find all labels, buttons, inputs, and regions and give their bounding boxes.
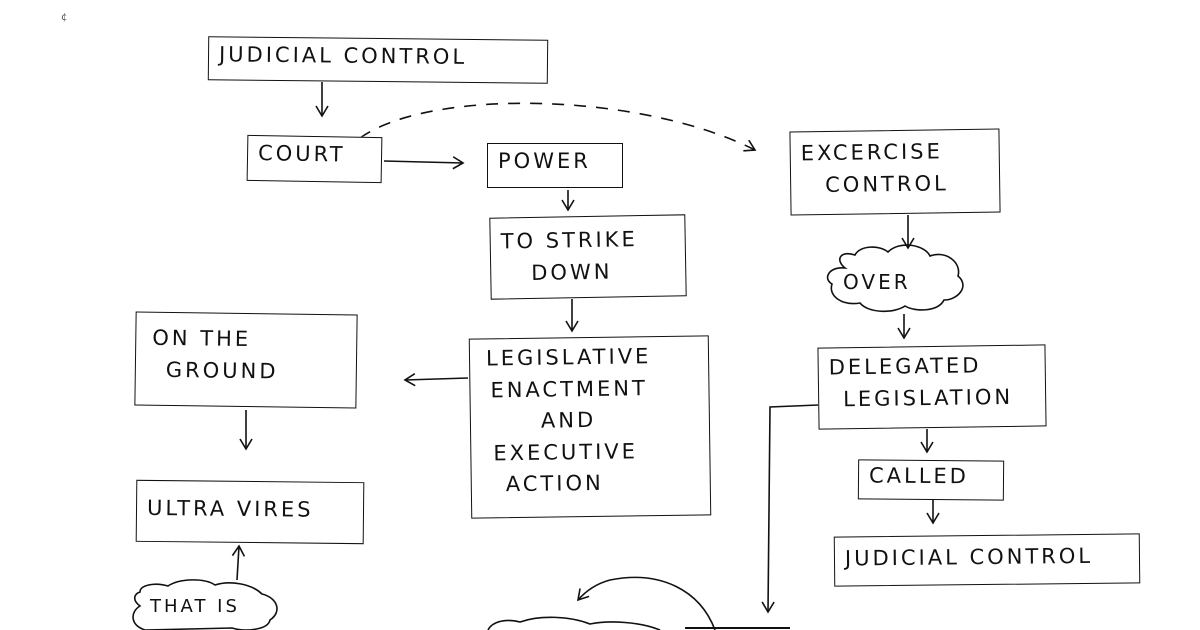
- node-legislative-line-5: ACTION: [505, 470, 604, 497]
- node-legislative-line-4: EXECUTIVE: [493, 438, 639, 465]
- node-called: CALLED: [857, 459, 1005, 501]
- node-court: COURT: [246, 134, 383, 184]
- node-called-label: CALLED: [868, 463, 970, 489]
- node-legislative-line-2: ENACTMENT: [490, 375, 649, 402]
- node-to-strike-down-line-1: TO STRIKE: [500, 227, 638, 254]
- node-legislative-line-3: AND: [540, 407, 597, 433]
- node-judicial-control-top: JUDICIAL CONTROL: [207, 36, 549, 84]
- node-exercise-control-line-2: CONTROL: [824, 170, 949, 197]
- node-ultra-vires: ULTRA VIRES: [135, 479, 365, 545]
- node-delegated-legislation: DELEGATED LEGISLATION: [817, 344, 1047, 430]
- node-on-the-ground: ON THE GROUND: [134, 311, 358, 409]
- node-court-label: COURT: [257, 141, 346, 167]
- node-judicial-control-top-label: JUDICIAL CONTROL: [218, 42, 468, 69]
- arrow-legislative-to-ground: [403, 373, 469, 387]
- node-on-the-ground-line-1: ON THE: [152, 325, 252, 352]
- node-delegated-line-2: LEGISLATION: [842, 384, 1014, 411]
- node-on-the-ground-line-2: GROUND: [165, 357, 279, 383]
- node-power-label: POWER: [498, 149, 591, 173]
- arrow-court-to-exercise-dashed: [359, 102, 757, 152]
- node-delegated-line-1: DELEGATED: [828, 353, 982, 380]
- cloud-over-shape: [826, 244, 964, 313]
- node-ultra-vires-label: ULTRA VIRES: [146, 495, 314, 522]
- arrow-delegated-branch-down: [761, 404, 819, 614]
- node-to-strike-down-line-2: DOWN: [531, 259, 613, 285]
- arrow-court-to-power: [383, 156, 465, 170]
- corner-mark: ¢: [61, 12, 68, 23]
- node-judicial-control-bottom-label: JUDICIAL CONTROL: [844, 543, 1094, 571]
- arrow-thatis-to-ultravires: [231, 544, 246, 581]
- cloud-that-is-label: THAT IS: [150, 596, 240, 617]
- arrow-bottom-curve: [576, 576, 716, 630]
- node-judicial-control-bottom: JUDICIAL CONTROL: [833, 533, 1141, 587]
- node-exercise-control: EXCERCISE CONTROL: [789, 128, 1001, 216]
- node-legislative-enactment: LEGISLATIVE ENACTMENT AND EXECUTIVE ACTI…: [468, 335, 712, 519]
- cloud-thatis-shape: [132, 579, 278, 630]
- node-to-strike-down: TO STRIKE DOWN: [489, 214, 687, 300]
- node-exercise-control-line-1: EXCERCISE: [800, 139, 943, 166]
- cloud-over-label: OVER: [843, 270, 911, 294]
- node-legislative-line-1: LEGISLATIVE: [485, 344, 652, 371]
- cloud-bottom-partial: [487, 616, 661, 630]
- node-power: POWER: [487, 143, 623, 188]
